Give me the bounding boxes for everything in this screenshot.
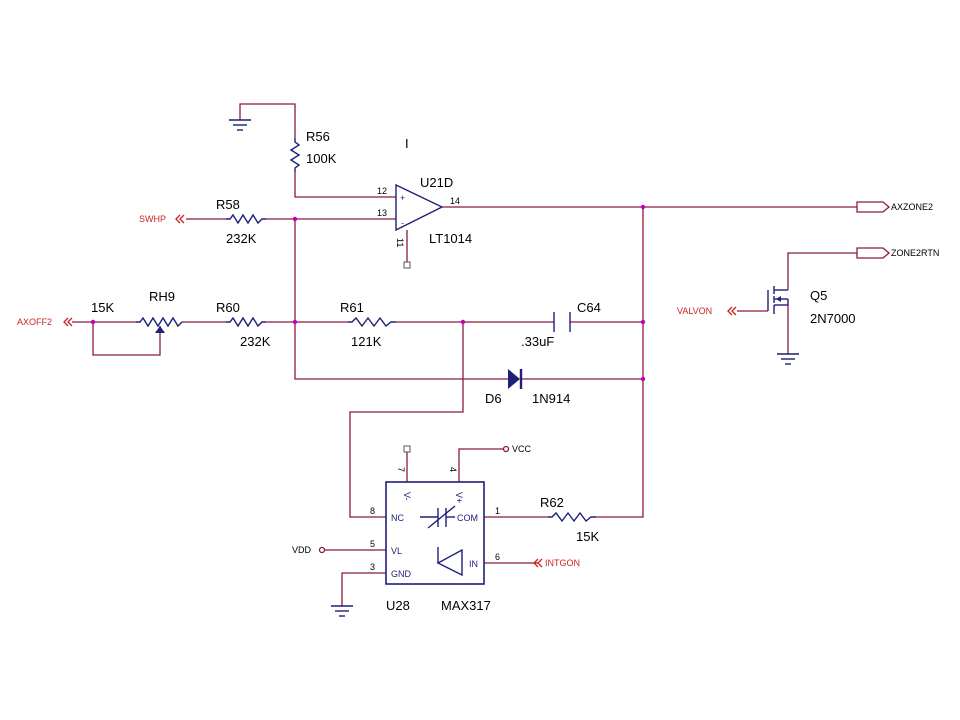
r56-symbol [289,138,301,172]
u28-ref: U28 [386,598,410,613]
wire-r56-pin12 [294,172,396,198]
q5-mosfet [767,286,789,314]
wire-nc [349,322,464,518]
junction [90,319,96,325]
net-intgon: INTGON [545,558,580,568]
u21d-opamp: + - [395,183,444,269]
net-swhp: SWHP [139,214,166,224]
wire-vcc [458,448,503,482]
wire-gnd-top [239,103,296,138]
r62-symbol [548,511,596,523]
net-axzone2: AXZONE2 [891,202,933,212]
r60-ref: R60 [216,300,240,315]
pin-number: 5 [370,539,375,549]
c64-ref: C64 [577,300,601,315]
junction [460,319,466,325]
r56-ref: R56 [306,129,330,144]
junction [292,216,298,222]
u28-vplus: V+ [454,492,464,503]
wire-q5-drain [787,252,857,290]
u28-value: MAX317 [441,598,491,613]
net-vdd: VDD [292,545,312,555]
wires [72,103,857,606]
pin-number: 8 [370,506,375,516]
u28-com: COM [457,513,478,523]
u28-nc: NC [391,513,404,523]
q5-value: 2N7000 [810,311,856,326]
junction [640,319,646,325]
marker-i: I [405,136,409,151]
pin-number: 12 [377,186,387,196]
junction [640,376,646,382]
r61-ref: R61 [340,300,364,315]
wire-node-column [294,219,508,380]
c64-symbol [553,312,571,332]
wire-u28-gnd [341,572,386,606]
pin-number: 14 [450,196,460,206]
d6-ref: D6 [485,391,502,406]
pin-number: 3 [370,562,375,572]
r61-symbol [348,316,396,328]
pin-number: 7 [396,467,406,472]
u28-chip: V- V+ NC COM VL GND IN [385,445,485,585]
pin-number: 1 [495,506,500,516]
u28-gnd: GND [391,569,412,579]
u21d-ref: U21D [420,175,453,190]
net-vcc: VCC [512,444,532,454]
r61-value: 121K [351,334,382,349]
opamp-minus-sign: - [401,218,404,228]
junction [640,204,646,210]
pin-number: 11 [395,238,405,247]
net-valvon: VALVON [677,306,712,316]
r58-ref: R58 [216,197,240,212]
u28-vl: VL [391,546,402,556]
wire-rh9-loop [92,322,161,356]
rh9-value: 15K [91,300,114,315]
opamp-plus-sign: + [400,193,405,203]
rh9-ref: RH9 [149,289,175,304]
pin11-terminal [403,261,411,269]
net-arrows [63,201,891,568]
pin-number: 4 [448,467,458,472]
wire-right-bus [596,207,644,518]
r62-ref: R62 [540,495,564,510]
r62-value: 15K [576,529,599,544]
r56-value: 100K [306,151,337,166]
d6-value: 1N914 [532,391,570,406]
pin-number: 6 [495,552,500,562]
ground-symbol-top [229,119,251,131]
junctions [90,204,646,382]
u28-vminus: V- [402,492,412,501]
r58-symbol [226,213,266,225]
ground-symbol-q5 [777,353,799,365]
q5-ref: Q5 [810,288,827,303]
junction [292,319,298,325]
u28-in: IN [469,559,478,569]
net-axoff2: AXOFF2 [17,317,52,327]
ground-symbol-u28 [331,605,353,617]
pin-number: 13 [377,208,387,218]
d6-symbol [508,369,523,389]
net-zone2rtn: ZONE2RTN [891,248,939,258]
r60-value: 232K [240,334,271,349]
c64-value: .33uF [521,334,554,349]
r58-value: 232K [226,231,257,246]
r60-symbol [226,316,266,328]
pin7-terminal [403,445,411,453]
u21d-value: LT1014 [429,231,472,246]
rh9-symbol [136,316,183,333]
